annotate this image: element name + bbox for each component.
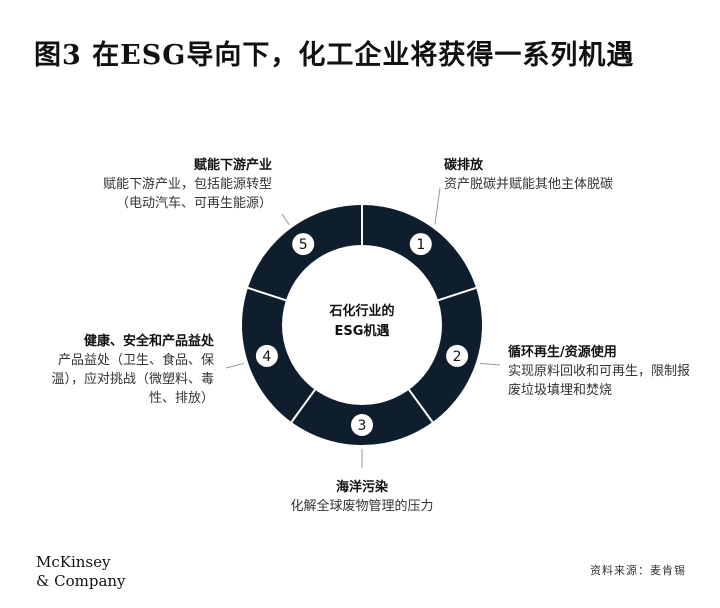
segment-divider <box>290 388 317 424</box>
callout-5: 赋能下游产业 赋能下游产业，包括能源转型（电动汽车、可再生能源） <box>86 156 272 213</box>
leader-line-1 <box>434 187 441 225</box>
source-note: 资料来源：麦肯锡 <box>590 564 686 577</box>
center-line-1: 石化行业的 <box>329 304 395 319</box>
callout-3-heading: 海洋污染 <box>335 480 388 495</box>
segment-1-number: 1 <box>416 237 425 253</box>
segment-1-badge <box>409 233 432 256</box>
ring-band <box>242 205 482 445</box>
callout-2-text: 实现原料回收和可再生，限制报废垃圾填埋和焚烧 <box>508 364 691 398</box>
segment-5-badge <box>292 233 315 256</box>
segment-3-badge <box>351 414 373 436</box>
callout-4-text: 产品益处（卫生、食品、保温），应对挑战（微塑料、毒性、排放） <box>51 353 214 406</box>
segment-divider <box>407 388 434 424</box>
callout-2-heading: 循环再生/资源使用 <box>508 345 617 360</box>
callout-1-heading: 碳排放 <box>444 158 484 173</box>
figure-title: 图3 在ESG导向下，化工企业将获得一系列机遇 <box>34 40 635 71</box>
segment-3-number: 3 <box>358 418 367 434</box>
callout-4-heading: 健康、安全和产品益处 <box>83 334 214 349</box>
segment-5-number: 5 <box>299 237 308 253</box>
segment-4-number: 4 <box>262 349 271 365</box>
leader-line-2 <box>479 362 501 366</box>
callout-5-text: 赋能下游产业，包括能源转型（电动汽车、可再生能源） <box>102 177 272 211</box>
segment-2-number: 2 <box>453 349 462 365</box>
leader-lines <box>225 187 501 468</box>
callout-3-text: 化解全球废物管理的压力 <box>290 499 434 514</box>
mckinsey-logo: McKinsey & Company <box>36 553 126 591</box>
logo-line-1: McKinsey <box>36 553 111 571</box>
ring-group: 1 2 3 4 5 <box>242 204 482 445</box>
leader-line-5 <box>281 213 290 225</box>
segment-2-badge <box>446 344 469 367</box>
center-line-2: ESG机遇 <box>334 324 390 339</box>
segment-divider <box>436 286 478 302</box>
callout-1: 碳排放 资产脱碳并赋能其他主体脱碳 <box>444 156 644 194</box>
callout-1-text: 资产脱碳并赋能其他主体脱碳 <box>444 177 614 192</box>
callout-5-heading: 赋能下游产业 <box>193 158 272 173</box>
callout-3: 海洋污染 化解全球废物管理的压力 <box>262 478 462 516</box>
segment-4-badge <box>255 344 278 367</box>
segment-divider <box>246 286 288 302</box>
leader-line-4 <box>225 362 245 369</box>
callout-4: 健康、安全和产品益处 产品益处（卫生、食品、保温），应对挑战（微塑料、毒性、排放… <box>36 332 214 408</box>
ring-center-label: 石化行业的 ESG机遇 <box>300 302 424 342</box>
callout-2: 循环再生/资源使用 实现原料回收和可再生，限制报废垃圾填埋和焚烧 <box>508 343 690 400</box>
logo-line-2: & Company <box>36 572 126 590</box>
